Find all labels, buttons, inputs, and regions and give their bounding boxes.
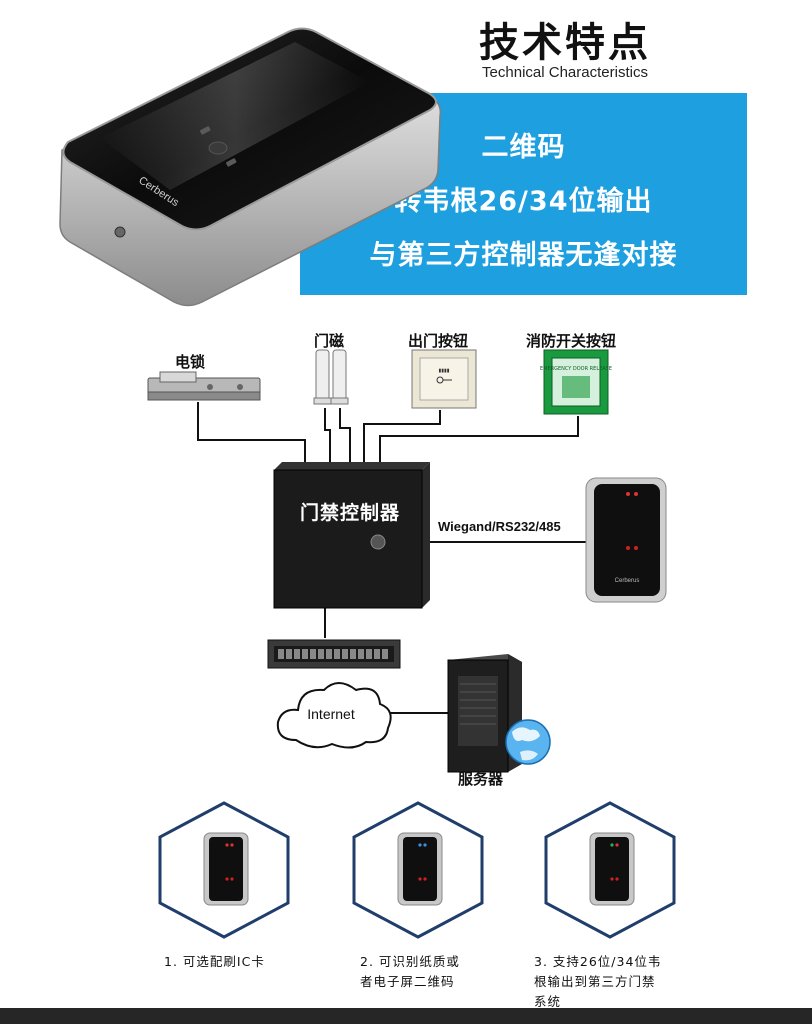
feature-2-line-2: 者电子屏二维码	[360, 974, 455, 989]
access-controller-box	[273, 462, 430, 609]
door-magnet-icon	[313, 349, 349, 405]
wiring	[197, 402, 586, 714]
label-access-controller: 门禁控制器	[299, 502, 400, 524]
feature-1-line-1: 1. 可选配刷IC卡	[164, 954, 265, 969]
feature-hexagon-1	[158, 801, 290, 939]
qr-reader-device: Cerberus	[59, 27, 442, 307]
banner-line-wiegand: 转韦根26/34位输出	[394, 186, 653, 217]
feature-2-line-1: 2. 可识别纸质或	[360, 954, 460, 969]
banner-line-integration: 与第三方控制器无逢对接	[369, 240, 678, 271]
label-exit-button: 出门按钮	[408, 332, 469, 350]
feature-3-line-2: 根输出到第三方门禁	[534, 974, 656, 989]
feature-hexagon-3	[544, 801, 676, 939]
label-protocol: Wiegand/RS232/485	[438, 519, 561, 534]
card-reader-icon: Cerberus	[585, 477, 667, 603]
banner-line-qr: 二维码	[481, 132, 566, 163]
section-subtitle: Technical Characteristics	[482, 64, 648, 81]
feature-hexagon-2	[352, 801, 484, 939]
footer-band	[0, 1008, 812, 1024]
feature-caption-2: 2. 可识别纸质或 者电子屏二维码	[360, 952, 460, 992]
feature-icons	[158, 801, 676, 939]
label-fire-switch: 消防开关按钮	[526, 332, 617, 350]
exit-button-icon: ▮▮▮▮	[411, 349, 477, 409]
feature-caption-3: 3. 支持26位/34位韦 根输出到第三方门禁 系统	[534, 952, 661, 1012]
feature-3-line-1: 3. 支持26位/34位韦	[534, 954, 662, 969]
label-server: 服务器	[458, 770, 504, 788]
internet-cloud-icon	[276, 682, 392, 749]
system-diagram: ▮▮▮▮ EMERGENCY DOOR RELEASE Cerberus	[147, 349, 667, 773]
section-title: 技术特点	[479, 19, 651, 66]
feature-3-line-3: 系统	[534, 994, 562, 1009]
feature-caption-1: 1. 可选配刷IC卡	[164, 952, 265, 972]
fire-switch-text: EMERGENCY DOOR RELEASE	[540, 366, 612, 372]
label-electric-lock: 电锁	[175, 353, 206, 371]
label-internet: Internet	[307, 706, 355, 722]
tower-server-icon	[447, 654, 522, 773]
label-door-magnet: 门磁	[314, 332, 345, 350]
globe-icon	[505, 719, 551, 765]
reader-brand-logo: Cerberus	[615, 578, 640, 584]
network-switch-icon	[267, 639, 401, 669]
svg-text:▮▮▮▮: ▮▮▮▮	[438, 368, 449, 374]
electric-lock-icon	[147, 371, 261, 401]
fire-switch-icon: EMERGENCY DOOR RELEASE	[540, 349, 612, 415]
